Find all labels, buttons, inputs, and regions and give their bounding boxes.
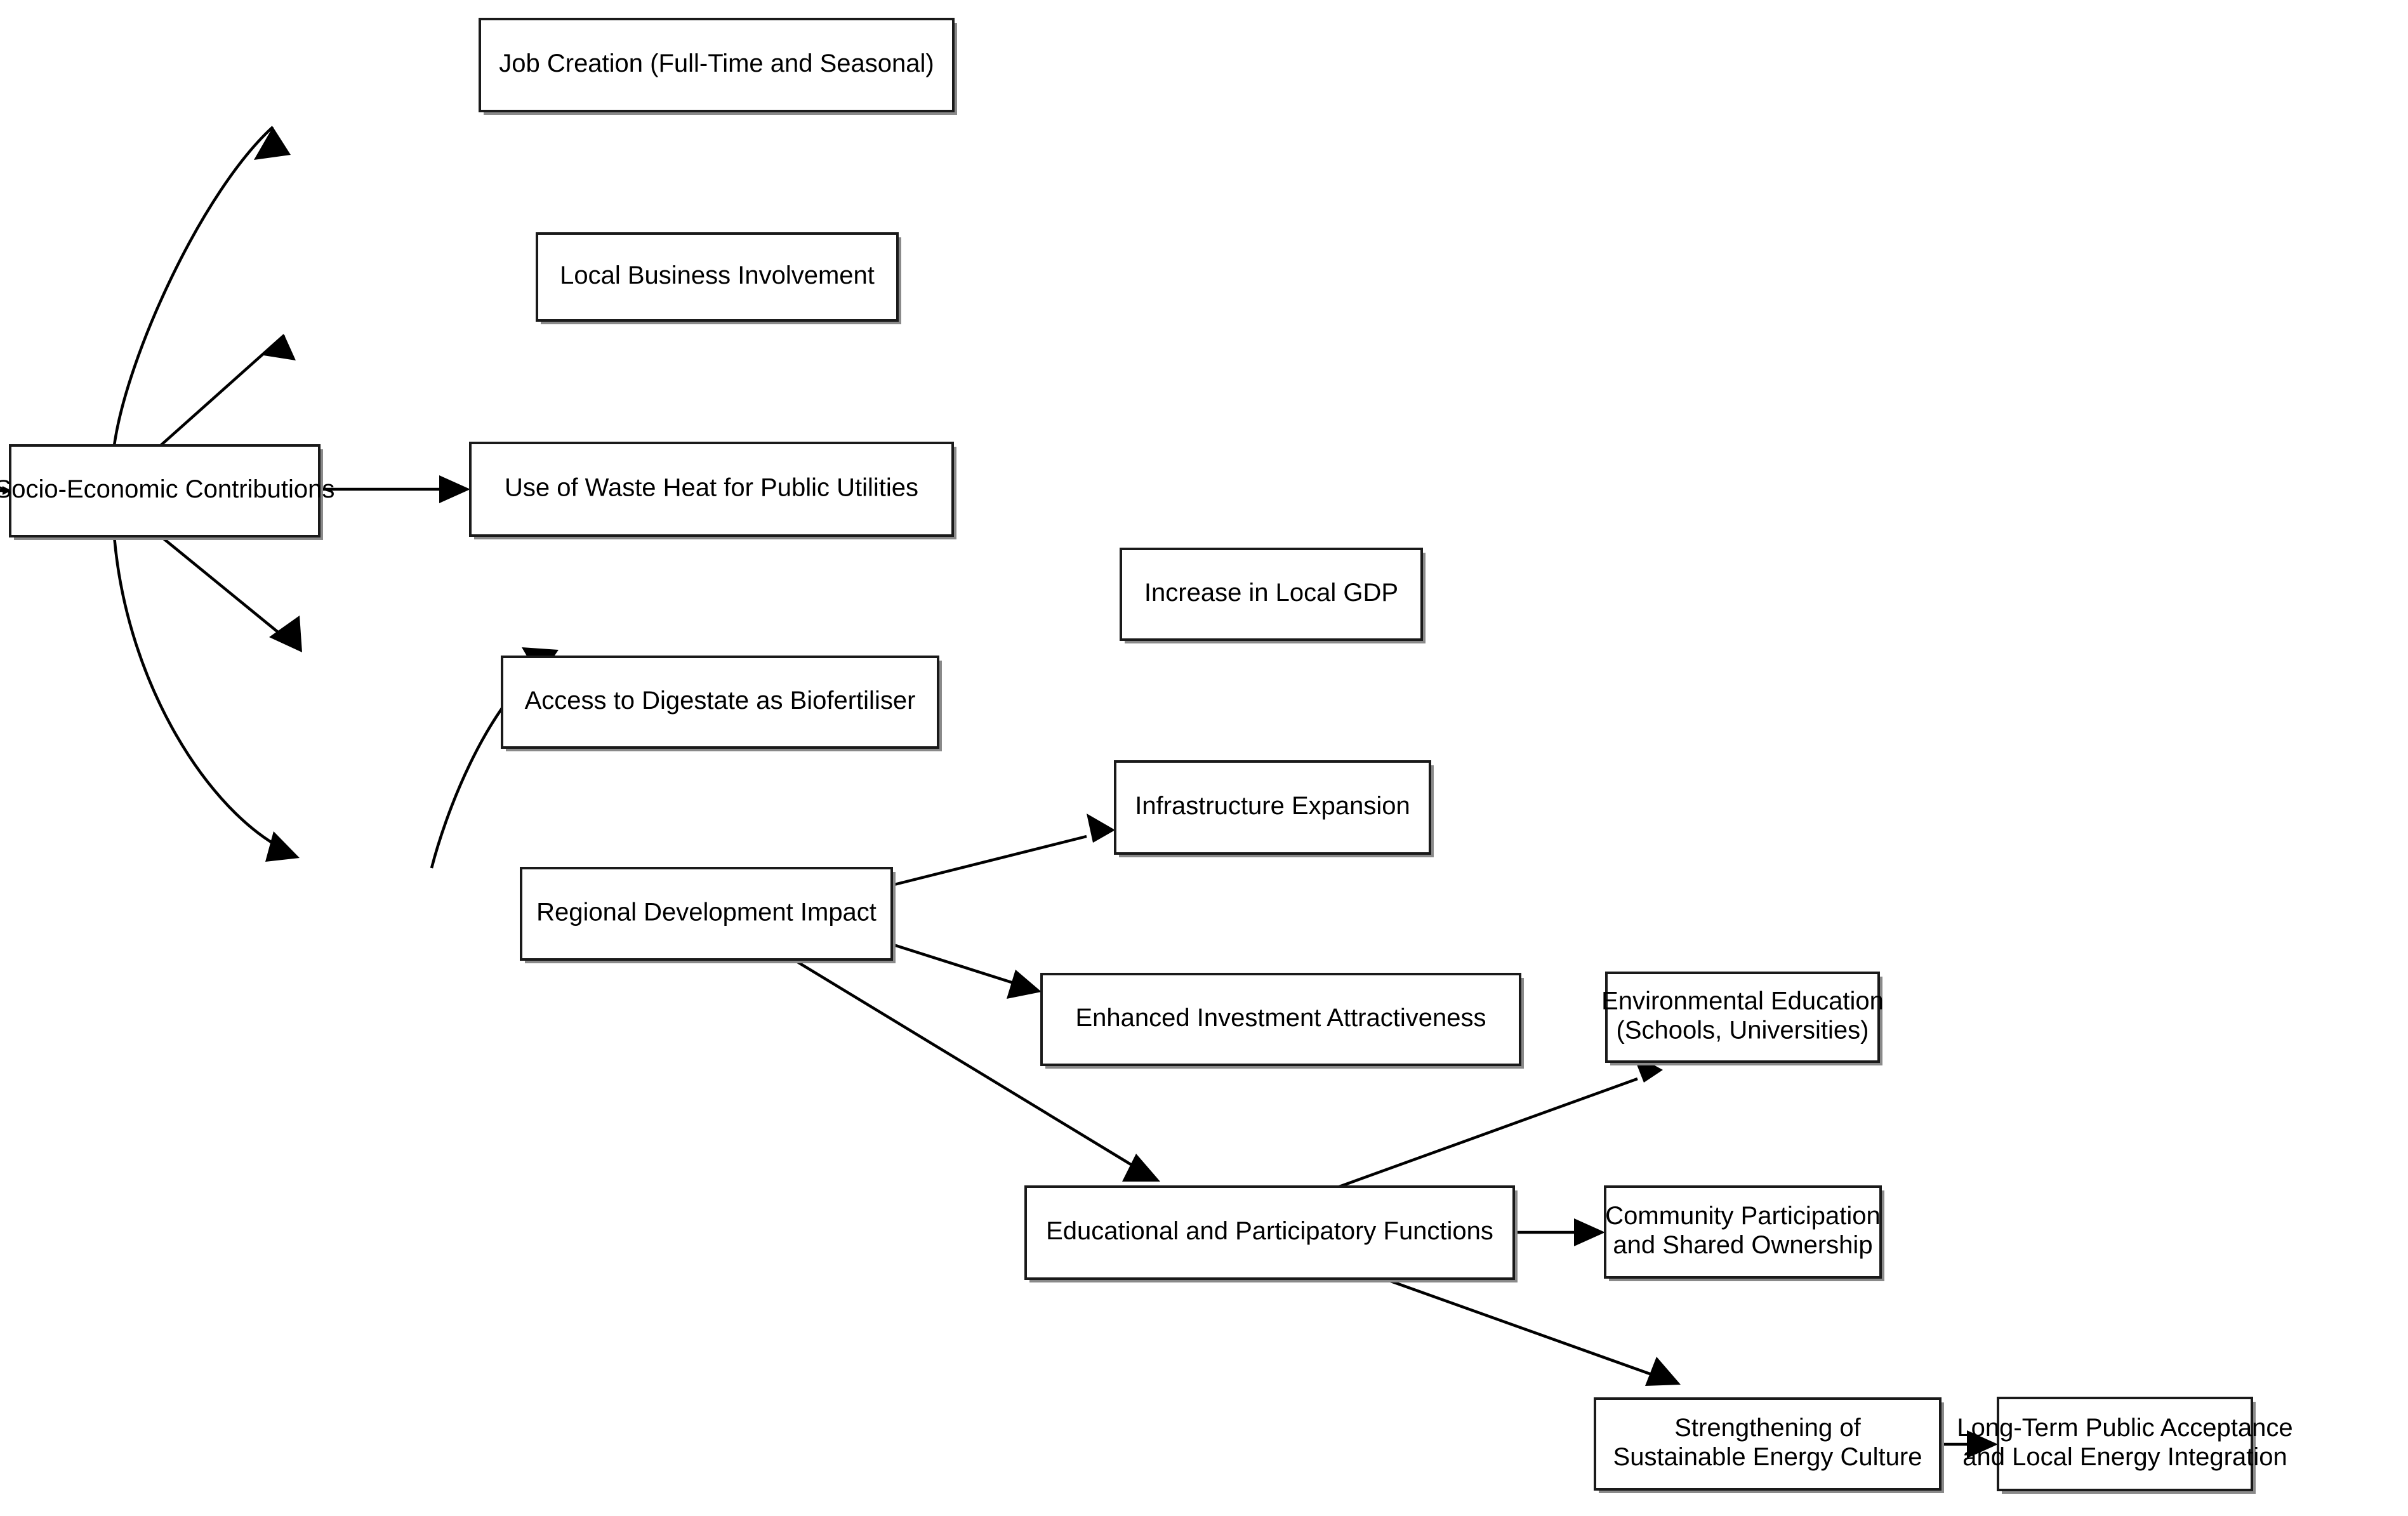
- node-environmental_education[interactable]: Environmental Education(Schools, Univers…: [1601, 972, 1884, 1065]
- edge-line: [159, 334, 286, 447]
- arrowhead-icon: [1967, 1430, 1998, 1458]
- edge-e-edu-community: [1514, 1218, 1605, 1246]
- node-label-line2: and Shared Ownership: [1613, 1231, 1872, 1259]
- node-label: Regional Development Impact: [536, 899, 877, 926]
- edge-e-regional-edu: [792, 958, 1160, 1182]
- node-infrastructure_expansion[interactable]: Infrastructure Expansion: [1114, 760, 1434, 857]
- node-box[interactable]: [1997, 1397, 2253, 1491]
- arrowhead-icon: [3, 486, 11, 495]
- node-socio_economic_contributions[interactable]: Socio-Economic Contributions: [0, 444, 334, 540]
- arrowhead-icon: [269, 616, 302, 652]
- node-enhanced_investment_attractiveness[interactable]: Enhanced Investment Attractiveness: [1040, 973, 1524, 1069]
- node-label: Enhanced Investment Attractiveness: [1075, 1004, 1486, 1032]
- node-local_business_involvement[interactable]: Local Business Involvement: [536, 232, 901, 324]
- edge-e-regional-infra: [891, 814, 1115, 887]
- node-box[interactable]: [1040, 973, 1521, 1066]
- edge-e-socio-waste: [319, 475, 470, 503]
- node-box[interactable]: [1120, 548, 1423, 641]
- node-label-line1: Community Participation: [1605, 1202, 1881, 1230]
- arrowhead-icon: [1645, 1357, 1681, 1386]
- arrowhead-icon: [1007, 970, 1042, 999]
- edge-e-edu-envedu: [1339, 1053, 1663, 1189]
- edge-line: [1339, 1077, 1638, 1189]
- node-box[interactable]: [1114, 760, 1431, 855]
- edge-e-socio-digestate: [159, 535, 302, 652]
- node-label: Access to Digestate as Biofertiliser: [525, 687, 916, 715]
- node-access_to_digestate[interactable]: Access to Digestate as Biofertiliser: [501, 656, 942, 751]
- edge-line: [891, 942, 1016, 985]
- edge-e-incoming-stub: [0, 486, 11, 495]
- node-increase_in_local_gdp[interactable]: Increase in Local GDP: [1120, 548, 1426, 643]
- edge-line: [112, 126, 274, 446]
- node-label-line1: Environmental Education: [1601, 987, 1884, 1015]
- arrowhead-icon: [439, 475, 470, 503]
- edge-line: [1383, 1277, 1656, 1378]
- edge-e-socio-job: [112, 126, 291, 446]
- node-label: Job Creation (Full-Time and Seasonal): [499, 49, 934, 77]
- edge-line: [792, 958, 1137, 1169]
- node-box[interactable]: [1604, 1185, 1882, 1279]
- node-box[interactable]: [1024, 1185, 1515, 1280]
- node-box[interactable]: [501, 656, 939, 749]
- node-label: Use of Waste Heat for Public Utilities: [505, 474, 918, 502]
- node-box[interactable]: [1594, 1397, 1942, 1491]
- arrowhead-icon: [265, 831, 300, 862]
- node-box[interactable]: [479, 18, 955, 112]
- edge-e-strength-longterm: [1940, 1430, 1998, 1458]
- arrowhead-icon: [1122, 1154, 1160, 1182]
- node-label: Socio-Economic Contributions: [0, 475, 334, 503]
- edge-e-socio-local: [159, 334, 296, 447]
- node-label-line2: Sustainable Energy Culture: [1613, 1443, 1922, 1471]
- edge-e-socio-regional: [112, 536, 300, 862]
- arrowhead-icon: [1087, 814, 1115, 843]
- node-label-line2: and Local Energy Integration: [1962, 1443, 2287, 1471]
- node-label: Local Business Involvement: [560, 261, 875, 289]
- nodes-layer: Socio-Economic Contributions Job Creation…: [0, 18, 2293, 1494]
- node-box[interactable]: [469, 442, 954, 537]
- edge-e-edu-strength: [1383, 1277, 1681, 1386]
- node-label: Increase in Local GDP: [1144, 579, 1398, 607]
- node-use_of_waste_heat[interactable]: Use of Waste Heat for Public Utilities: [469, 442, 956, 539]
- node-box[interactable]: [536, 232, 899, 322]
- arrowhead-icon: [254, 127, 291, 160]
- edge-e-regional-invest: [891, 942, 1042, 999]
- edge-line: [891, 834, 1087, 887]
- node-regional_development_impact[interactable]: Regional Development Impact: [520, 867, 896, 963]
- node-label-line1: Strengthening of: [1674, 1414, 1861, 1442]
- node-job_creation[interactable]: Job Creation (Full-Time and Seasonal): [479, 18, 957, 115]
- node-educational_and_participatory_functions[interactable]: Educational and Participatory Functions: [1024, 1185, 1518, 1282]
- node-label: Educational and Participatory Functions: [1046, 1217, 1493, 1245]
- node-label: Infrastructure Expansion: [1135, 792, 1410, 820]
- arrowhead-icon: [263, 335, 296, 360]
- node-box[interactable]: [1605, 972, 1880, 1063]
- node-label-line2: (Schools, Universities): [1617, 1017, 1869, 1045]
- node-label-line1: Long-Term Public Acceptance: [1957, 1414, 2292, 1442]
- node-box[interactable]: [520, 867, 893, 961]
- edge-line: [159, 535, 290, 642]
- arrowhead-icon: [1574, 1218, 1605, 1246]
- edge-line: [112, 536, 287, 852]
- node-box[interactable]: [9, 444, 321, 537]
